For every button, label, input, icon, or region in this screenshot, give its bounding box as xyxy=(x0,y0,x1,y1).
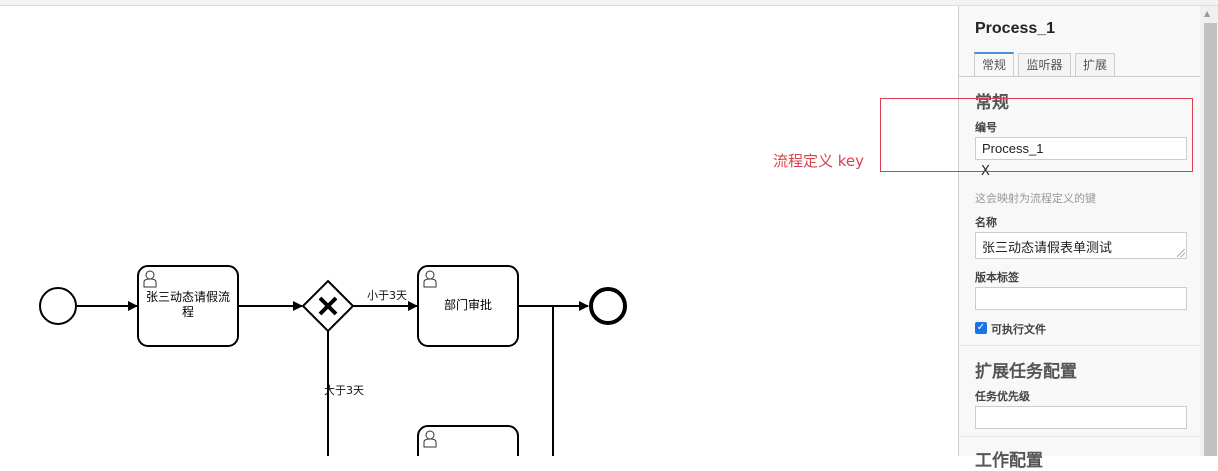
resize-grip-icon[interactable] xyxy=(1177,249,1185,257)
user-icon xyxy=(423,430,437,448)
section-divider xyxy=(959,345,1201,346)
panel-scrollbar[interactable]: ▲ xyxy=(1200,6,1218,456)
task-priority-input[interactable] xyxy=(975,406,1187,429)
user-icon xyxy=(423,270,437,288)
name-label: 名称 xyxy=(975,216,997,229)
user-icon xyxy=(143,270,157,288)
panel-tabs: 常规 监听器 扩展 xyxy=(959,50,1201,77)
tab-general[interactable]: 常规 xyxy=(974,52,1014,76)
clear-id-button[interactable]: X xyxy=(981,164,990,179)
start-event xyxy=(39,287,77,325)
executable-checkbox[interactable]: ✓ xyxy=(975,322,987,334)
gateway-x-icon xyxy=(318,296,338,316)
bpmn-canvas[interactable]: 张三动态请假流 程 部门审批 小于3天 大于3天 xyxy=(0,6,958,456)
end-event xyxy=(589,287,627,325)
annotation-label: 流程定义 key xyxy=(773,152,865,170)
scroll-thumb[interactable] xyxy=(1204,23,1217,456)
flow-label-less-than-3[interactable]: 小于3天 xyxy=(367,289,407,302)
executable-label: 可执行文件 xyxy=(991,323,1046,336)
task-box-2 xyxy=(417,265,519,347)
flow-label-more-than-3[interactable]: 大于3天 xyxy=(324,384,364,397)
section-extended-task-title: 扩展任务配置 xyxy=(975,362,1077,382)
bpmn-diagram xyxy=(39,265,627,456)
id-input[interactable]: Process_1 xyxy=(975,137,1187,160)
task-priority-label: 任务优先级 xyxy=(975,390,1030,403)
panel-title: Process_1 xyxy=(975,20,1056,37)
section-job-title: 工作配置 xyxy=(975,451,1043,471)
name-textarea[interactable]: 张三动态请假表单测试 xyxy=(975,232,1187,259)
top-bar xyxy=(0,0,1218,6)
task-box-1 xyxy=(137,265,239,347)
id-label: 编号 xyxy=(975,121,997,134)
tab-listeners[interactable]: 监听器 xyxy=(1018,53,1071,76)
section-general-title: 常规 xyxy=(975,93,1009,113)
version-tag-input[interactable] xyxy=(975,287,1187,310)
properties-panel: Process_1 常规 监听器 扩展 常规 编号 Process_1 X 这会… xyxy=(958,6,1218,471)
name-value: 张三动态请假表单测试 xyxy=(982,241,1113,256)
scroll-up-arrow-icon[interactable]: ▲ xyxy=(1204,9,1211,18)
task-box-3 xyxy=(417,425,519,456)
version-tag-label: 版本标签 xyxy=(975,271,1019,284)
tab-extensions[interactable]: 扩展 xyxy=(1075,53,1115,76)
id-help-text: 这会映射为流程定义的键 xyxy=(975,192,1096,205)
section-divider xyxy=(959,436,1201,437)
